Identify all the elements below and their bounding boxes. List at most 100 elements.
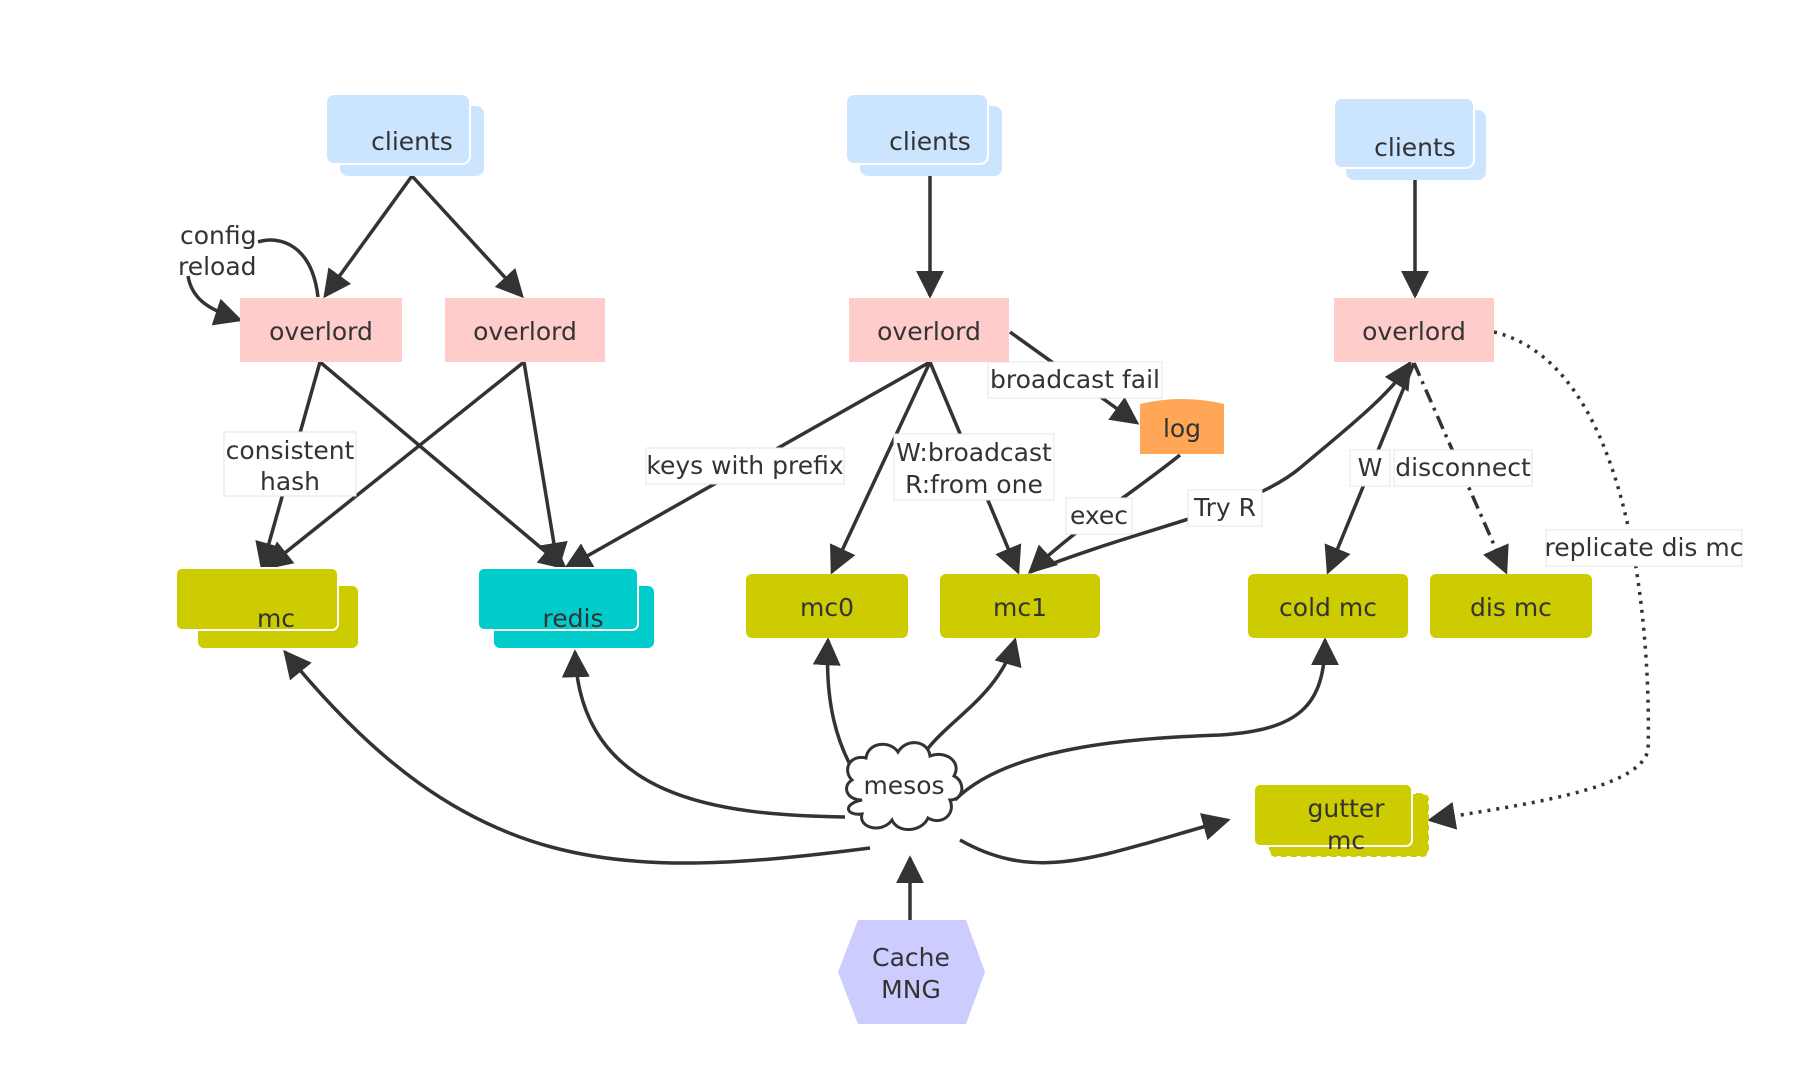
node-cache-mng-line2: MNG xyxy=(881,975,941,1004)
node-cache-mng[interactable]: Cache MNG xyxy=(838,920,985,1024)
node-overlord-4-label: overlord xyxy=(1362,317,1466,346)
label-exec-text: exec xyxy=(1070,501,1128,530)
edge-mesos-mc xyxy=(283,649,871,865)
node-mc[interactable]: mc xyxy=(175,567,358,648)
node-cache-mng-hexagon xyxy=(838,920,985,1024)
node-redis[interactable]: redis xyxy=(477,567,654,648)
node-clients-2-label: clients xyxy=(889,127,971,156)
node-gutter-mc-line1: gutter xyxy=(1308,794,1386,823)
node-overlord-1-label: overlord xyxy=(269,317,373,346)
node-clients-3-label: clients xyxy=(1374,133,1456,162)
node-mc0[interactable]: mc0 xyxy=(746,574,908,638)
node-overlord-2[interactable]: overlord xyxy=(445,298,605,362)
label-config-reload-line2: reload xyxy=(178,252,257,281)
node-cache-mng-line1: Cache xyxy=(872,943,950,972)
node-cold-mc[interactable]: cold mc xyxy=(1248,574,1408,638)
node-dis-mc-box xyxy=(1430,574,1592,638)
node-clients-2[interactable]: clients xyxy=(845,93,1002,176)
edge-overlord2-redis xyxy=(522,361,568,571)
edge-mc1-overlord4 xyxy=(1029,360,1412,574)
node-redis-front xyxy=(477,567,639,631)
label-broadcast-fail: broadcast fail xyxy=(987,361,1163,399)
label-w-broadcast-bg xyxy=(893,433,1055,501)
node-clients-1-box xyxy=(325,93,471,165)
node-mc1-box xyxy=(940,574,1100,638)
node-cold-mc-box xyxy=(1248,574,1408,638)
node-overlord-3-box xyxy=(849,298,1009,362)
node-mc-label: mc xyxy=(257,604,295,633)
node-clients-1[interactable]: clients xyxy=(325,93,484,176)
node-gutter-mc[interactable]: gutter mc xyxy=(1253,783,1429,857)
edge-config-reload-loop xyxy=(257,238,320,298)
node-overlord-2-label: overlord xyxy=(473,317,577,346)
node-overlord-3-label: overlord xyxy=(877,317,981,346)
node-dis-mc-label: dis mc xyxy=(1470,593,1552,622)
edge-mesos-cold-mc xyxy=(953,637,1339,802)
node-overlord-1-box xyxy=(240,298,402,362)
edge-labels: config reload consistent hash keys with … xyxy=(178,221,1744,567)
node-mesos-cloud-shape xyxy=(845,741,964,831)
label-keys-with-prefix-bg xyxy=(645,447,845,485)
label-try-r: Try R xyxy=(1187,489,1263,527)
node-overlord-3[interactable]: overlord xyxy=(849,298,1009,362)
node-mesos-label: mesos xyxy=(863,771,944,800)
label-w-broadcast-line2: R:from one xyxy=(905,470,1043,499)
edge-overlord3-mc0 xyxy=(829,361,932,575)
node-mc0-label: mc0 xyxy=(800,593,854,622)
label-try-r-bg xyxy=(1187,489,1263,527)
node-cold-mc-label: cold mc xyxy=(1279,593,1377,622)
label-keys-with-prefix-text: keys with prefix xyxy=(646,451,843,480)
node-mesos[interactable]: mesos xyxy=(845,741,964,831)
label-w-broadcast-line1: W:broadcast xyxy=(896,438,1052,467)
label-disconnect: disconnect xyxy=(1393,449,1533,487)
node-log-label: log xyxy=(1163,414,1201,443)
label-exec: exec xyxy=(1065,497,1133,535)
node-log-shape xyxy=(1140,399,1224,454)
node-overlord-4[interactable]: overlord xyxy=(1334,298,1494,362)
node-clients-3[interactable]: clients xyxy=(1333,97,1486,180)
edge-overlord2-mc xyxy=(263,360,526,570)
edge-overlord4-gutter-mc xyxy=(1427,330,1651,830)
label-consistent-hash-line1: consistent xyxy=(226,436,355,465)
edge-overlord4-dis-mc xyxy=(1412,362,1509,575)
node-overlord-4-box xyxy=(1334,298,1494,362)
node-log[interactable]: log xyxy=(1140,399,1224,454)
label-replicate-dis-mc-bg xyxy=(1545,529,1743,567)
label-config-reload: config reload xyxy=(178,221,257,281)
node-redis-label: redis xyxy=(543,604,604,633)
label-replicate-dis-mc-text: replicate dis mc xyxy=(1545,533,1744,562)
label-disconnect-bg xyxy=(1393,449,1533,487)
label-keys-with-prefix: keys with prefix xyxy=(645,447,845,485)
label-w: W xyxy=(1349,449,1391,487)
label-config-reload-line1: config xyxy=(180,221,257,250)
label-exec-bg xyxy=(1065,497,1133,535)
edge-mesos-redis xyxy=(561,649,846,819)
edge-mesos-gutter-mc xyxy=(959,813,1231,865)
label-disconnect-text: disconnect xyxy=(1395,453,1531,482)
edge-overlord1-redis xyxy=(318,360,568,570)
label-consistent-hash: consistent hash xyxy=(223,431,357,497)
label-w-bg xyxy=(1349,449,1391,487)
node-dis-mc[interactable]: dis mc xyxy=(1430,574,1592,638)
node-mc-front xyxy=(175,567,339,631)
node-clients-3-box xyxy=(1333,97,1475,169)
label-consistent-hash-bg xyxy=(223,431,357,497)
node-clients-1-label: clients xyxy=(371,127,453,156)
edge-clients1-overlord1 xyxy=(323,174,414,299)
label-w-text: W xyxy=(1358,453,1383,482)
node-overlord-1[interactable]: overlord xyxy=(240,298,402,362)
label-broadcast-fail-text: broadcast fail xyxy=(990,365,1160,394)
node-mc0-box xyxy=(746,574,908,638)
label-replicate-dis-mc: replicate dis mc xyxy=(1545,529,1744,567)
node-clients-2-box xyxy=(845,93,989,165)
label-try-r-text: Try R xyxy=(1193,493,1256,522)
node-gutter-mc-line2: mc xyxy=(1327,826,1365,855)
label-consistent-hash-line2: hash xyxy=(260,467,320,496)
edge-clients1-overlord2 xyxy=(410,174,524,299)
node-mc1[interactable]: mc1 xyxy=(940,574,1100,638)
node-gutter-mc-front xyxy=(1253,783,1413,847)
label-w-broadcast: W:broadcast R:from one xyxy=(893,433,1055,501)
node-mc1-label: mc1 xyxy=(993,593,1047,622)
label-broadcast-fail-bg xyxy=(987,361,1163,399)
node-overlord-2-box xyxy=(445,298,605,362)
